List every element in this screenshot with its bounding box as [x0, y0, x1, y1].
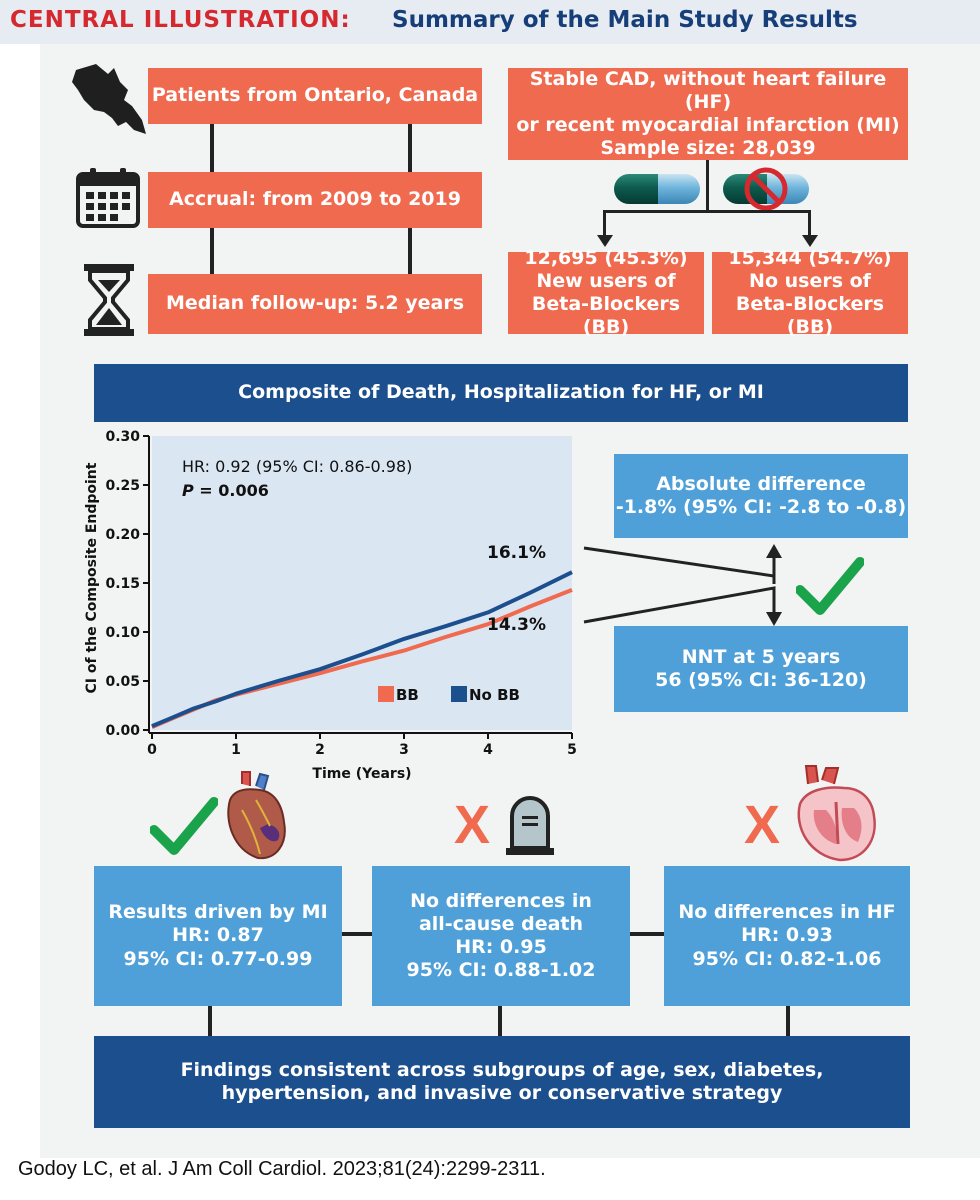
left-connector-b — [408, 124, 412, 172]
arrow-down-icon — [802, 235, 818, 247]
left-connector-a — [210, 124, 214, 172]
secondary-drop-b — [498, 1006, 502, 1038]
legend-swatch-bb — [378, 686, 394, 702]
series-line-no-bb — [151, 570, 573, 728]
branch-bar — [603, 210, 811, 213]
checkmark-icon — [796, 557, 864, 615]
p-italic: P — [182, 481, 194, 500]
legend-swatch-no-bb — [451, 686, 467, 702]
left-connector-d — [408, 228, 412, 274]
x-mark-hf: X — [743, 795, 781, 856]
outcome-banner: Composite of Death, Hospitalization for … — [94, 364, 908, 422]
secondary-link-b — [630, 932, 664, 936]
chart-plot-area — [152, 436, 572, 730]
stats-connector — [583, 544, 782, 626]
followup-box: Median follow-up: 5.2 years — [148, 274, 482, 334]
death-result-box: No differences in all-cause death HR: 0.… — [372, 866, 630, 1006]
checkmark-icon — [150, 797, 218, 855]
branch-stem — [706, 160, 709, 212]
subgroups-banner: Findings consistent across subgroups of … — [94, 1036, 910, 1128]
p-value: = 0.006 — [194, 481, 269, 500]
nnt-box: NNT at 5 years 56 (95% CI: 36-120) — [614, 626, 908, 712]
secondary-drop-c — [786, 1006, 790, 1038]
end-label-bb: 14.3% — [487, 615, 546, 635]
y-tick-label: 0.30 — [105, 429, 140, 445]
branch-left — [603, 210, 606, 240]
legend-label-no-bb: No BB — [469, 686, 520, 704]
secondary-drop-a — [208, 1006, 212, 1038]
y-tick-label: 0.15 — [105, 576, 140, 592]
p-annotation: P = 0.006 — [182, 481, 269, 500]
x-tick-label: 0 — [147, 742, 157, 758]
heart-cross-section-icon — [797, 765, 876, 862]
x-tick-label: 3 — [399, 742, 409, 758]
y-tick-label: 0.25 — [105, 478, 140, 494]
population-box: Stable CAD, without heart failure (HF) o… — [508, 68, 908, 160]
pill-icon — [614, 174, 700, 204]
y-tick-label: 0.20 — [105, 527, 140, 543]
illustration-header: CENTRAL ILLUSTRATION: Summary of the Mai… — [0, 0, 980, 44]
cumulative-incidence-chart: 0.00 0.05 0.10 0.15 0.20 0.25 0.30 0 1 2 3 4 5 CI o… — [84, 429, 577, 782]
chart-xlabel: Time (Years) — [312, 766, 411, 782]
absolute-difference-box: Absolute difference -1.8% (95% CI: -2.8 … — [614, 454, 908, 538]
x-tick-label: 4 — [483, 742, 493, 758]
ontario-map-icon — [72, 64, 146, 134]
secondary-link-a — [342, 932, 372, 936]
citation: Godoy LC, et al. J Am Coll Cardiol. 2023… — [18, 1158, 546, 1180]
heart-icon — [227, 771, 286, 860]
x-tick-label: 5 — [567, 742, 577, 758]
no-bb-group-box: 15,344 (54.7%) No users of Beta-Blockers… — [712, 247, 908, 338]
hourglass-icon — [84, 264, 134, 336]
calendar-icon — [76, 168, 140, 228]
x-tick-label: 2 — [315, 742, 325, 758]
left-connector-c — [210, 228, 214, 274]
bb-group-box: 12,695 (45.3%) New users of Beta-Blocker… — [508, 247, 704, 338]
y-tick-label: 0.10 — [105, 625, 140, 641]
header-subtitle: Summary of the Main Study Results — [392, 7, 858, 33]
patients-box: Patients from Ontario, Canada — [148, 68, 482, 124]
header-label: CENTRAL ILLUSTRATION: — [10, 7, 351, 33]
hf-result-box: No differences in HF HR: 0.93 95% CI: 0.… — [664, 866, 910, 1006]
hr-annotation: HR: 0.92 (95% CI: 0.86-0.98) — [182, 457, 412, 476]
arrow-down-icon — [597, 235, 613, 247]
y-tick-label: 0.00 — [105, 723, 140, 739]
mi-result-box: Results driven by MI HR: 0.87 95% CI: 0.… — [94, 866, 342, 1006]
tombstone-icon — [506, 796, 554, 855]
x-tick-label: 1 — [231, 742, 241, 758]
accrual-box: Accrual: from 2009 to 2019 — [148, 172, 482, 228]
legend-label-bb: BB — [396, 686, 419, 704]
branch-right — [808, 210, 811, 240]
x-mark-death: X — [453, 795, 491, 856]
end-label-no-bb: 16.1% — [487, 543, 546, 563]
chart-ylabel: CI of the Composite Endpoint — [84, 462, 100, 693]
no-pill-icon — [723, 167, 809, 211]
y-tick-label: 0.05 — [105, 674, 140, 690]
